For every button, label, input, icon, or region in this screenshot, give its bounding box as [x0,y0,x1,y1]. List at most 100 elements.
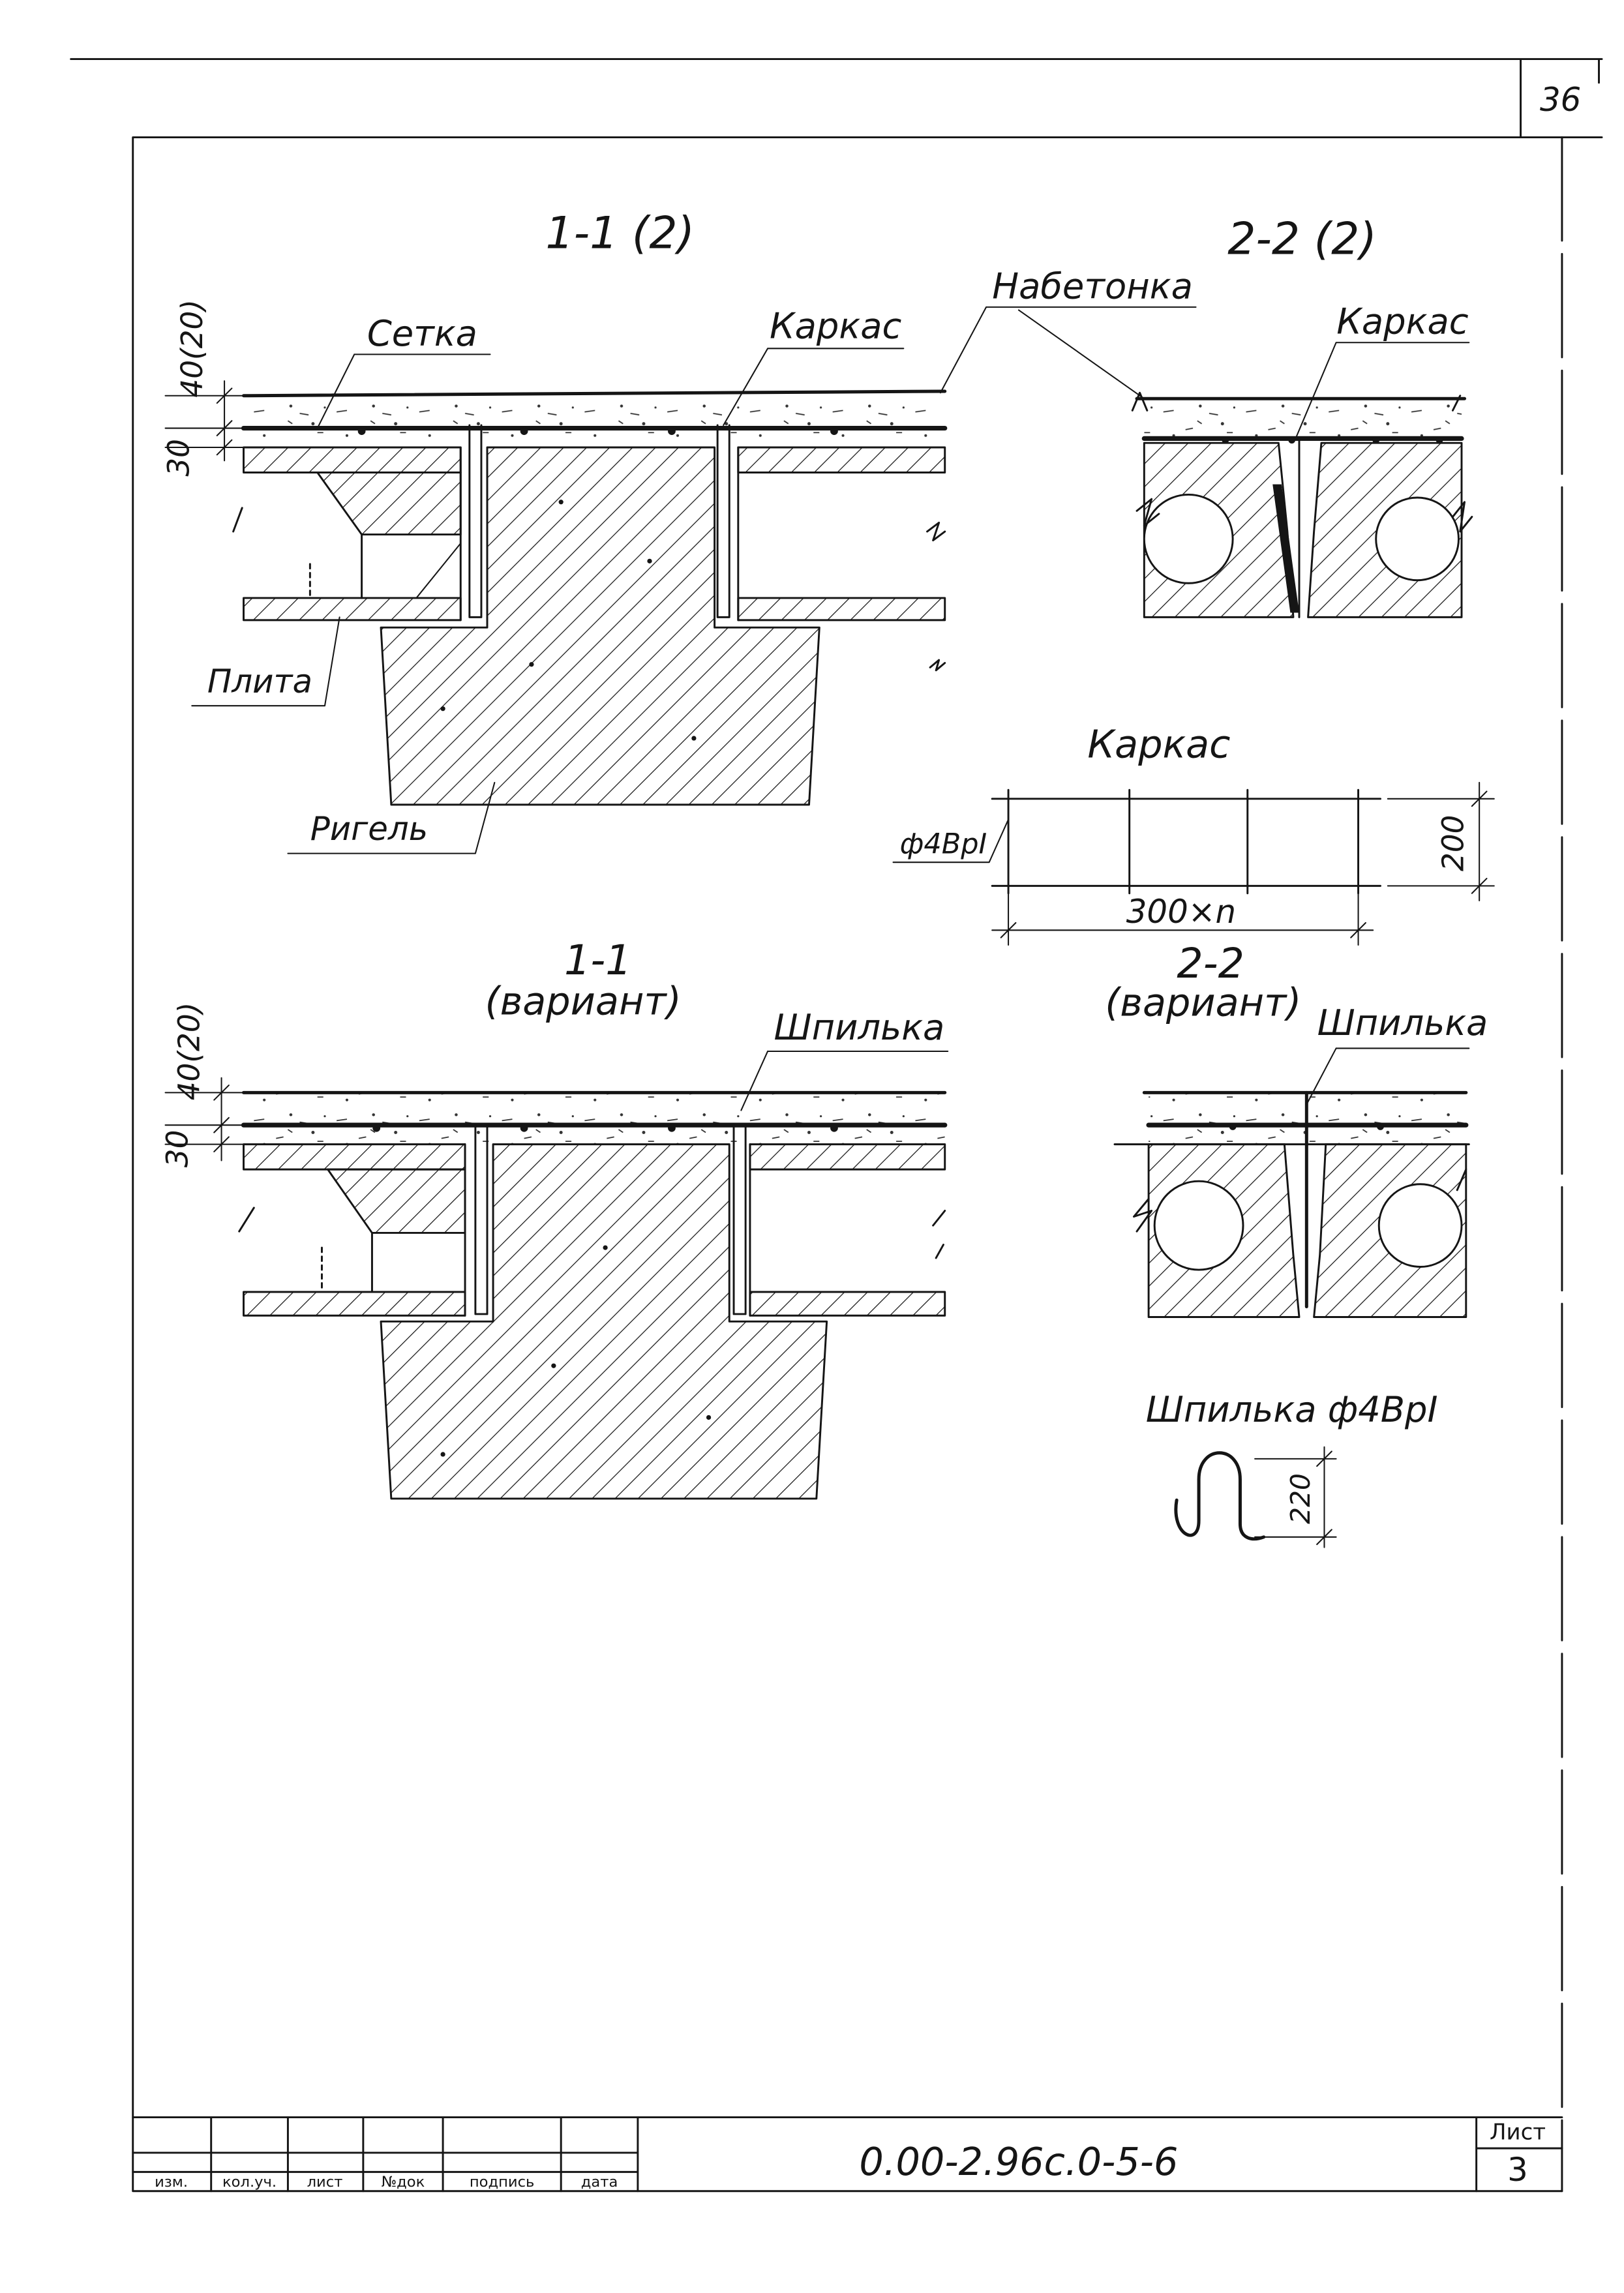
mesh-rebar-dots [1229,1123,1384,1130]
section-title: 2-2 (2) [1227,213,1377,265]
title-block-col-date: дата [581,2174,618,2191]
leader-pin [740,1050,949,1111]
rebar-spec: ф4ВрI [900,828,987,861]
leader-rebar [892,818,1010,863]
leader-slab [191,616,340,707]
section-1-1-main: 1-1 (2) [162,207,1197,854]
aggregate-dot [529,662,534,667]
left-slab-end-solid [327,1168,466,1234]
left-slab-bottom-flange [243,1291,466,1317]
rebar-dot [830,1124,838,1132]
mesh-rebar-dots [357,427,838,435]
rebar-dot [1436,436,1443,444]
right-hollow-slab [1307,442,1463,618]
beam-body [380,1143,828,1500]
hairpin-shape [1174,1451,1266,1541]
leader-topping [939,306,1197,400]
rebar-dot [1372,436,1380,444]
right-hollow-slab [1313,1143,1467,1318]
detail-title: Каркас [1087,721,1230,766]
concrete-aggregate-dots [440,500,697,741]
dim-height: 220 [1285,1473,1316,1524]
rebar-dot [1377,1123,1384,1130]
left-slab-bottom-flange [243,597,462,622]
section-2-2-variant: 2-2 (вариант) Шпилька [1105,939,1488,1318]
label-topping: Набетонка [992,265,1193,307]
label-frame: Каркас [1336,301,1468,342]
frame-grid [991,788,1381,895]
right-slab-top-flange [737,446,946,473]
break-mark-left [238,1206,255,1233]
rebar-dot [1222,436,1229,444]
aggregate-dot [440,706,445,712]
label-frame: Каркас [770,305,901,346]
rebar-dot [668,1124,676,1132]
frame-bar-left [468,424,483,618]
right-slab-bottom-flange [737,597,946,622]
section-title: 1-1 [564,936,632,984]
break-mark-right [926,521,946,672]
title-block: изм. кол.уч. лист №док подпись дата 0.00… [132,2116,1563,2193]
left-hollow-slab [1143,442,1295,618]
rebar-dot [830,427,838,435]
left-slab-void-lines [370,1143,466,1317]
dim-topping-thickness: 40(20) [172,1002,207,1101]
break-marks [1133,1168,1467,1233]
leader-mesh [316,353,491,429]
frame-bar-in-joint [1272,484,1299,613]
document-code: 0.00-2.96с.0-5-6 [859,2139,1178,2184]
topping-top-line [242,389,947,398]
left-slab-top-flange [243,446,462,473]
dimension-height [1387,781,1495,902]
section-title: 1-1 (2) [545,207,695,259]
frame-detail: Каркас ф4ВрI 200 300×n [892,721,1495,946]
dim-length: 300×n [1126,893,1236,931]
title-block-col-qty: кол.уч. [222,2174,277,2191]
left-slab-top-flange [243,1143,466,1171]
right-slab-top-flange [749,1143,946,1171]
leader-frame [1295,342,1470,438]
mesh-rebar-dots [372,1124,838,1132]
label-pin: Шпилька [774,1007,945,1048]
topping-layer [243,1092,945,1145]
break-mark-left [232,507,243,533]
dim-slab-offset: 30 [162,439,196,477]
label-mesh: Сетка [367,313,477,354]
dimension-height [1254,1446,1337,1548]
pin-right [732,1124,747,1315]
rebar-dot [1229,1123,1237,1130]
title-block-col-sheet: лист [307,2174,343,2191]
aggregate-dot [551,1363,556,1368]
dim-topping-thickness: 40(20) [175,299,209,398]
frame-bar-right [716,424,730,618]
section-2-2-main: 2-2 (2) Каркас [1131,213,1473,618]
joint-grout [415,543,462,599]
section-title: 2-2 [1177,939,1244,987]
aggregate-dot [647,558,652,563]
title-block-col-doc: №док [382,2174,425,2191]
title-block-col-change: изм. [155,2174,188,2191]
mesh-rebar-dots [1222,436,1443,444]
pin-left [474,1124,489,1315]
page-number: 36 [1540,81,1581,119]
rebar-dot [1288,436,1296,444]
leader-pin [1306,1047,1470,1105]
title-block-col-signature: подпись [470,2174,535,2191]
rebar-dot [668,427,676,435]
aggregate-dot [706,1415,712,1420]
label-slab: Плита [207,663,312,700]
label-beam: Ригель [310,810,428,848]
leader-beam [287,781,496,854]
dimension-length [991,892,1374,946]
section-subtitle: (вариант) [485,978,682,1023]
rebar-dot [520,1124,528,1132]
topping-layer [243,395,945,447]
aggregate-dot [603,1245,608,1250]
pin-detail: Шпилька ф4ВрI 220 [1146,1389,1438,1548]
leader-frame [723,348,905,427]
sheet-number: 3 [1507,2151,1528,2189]
dim-height: 200 [1436,815,1470,871]
rebar-dot [520,427,528,435]
aggregate-dot [440,1452,445,1457]
